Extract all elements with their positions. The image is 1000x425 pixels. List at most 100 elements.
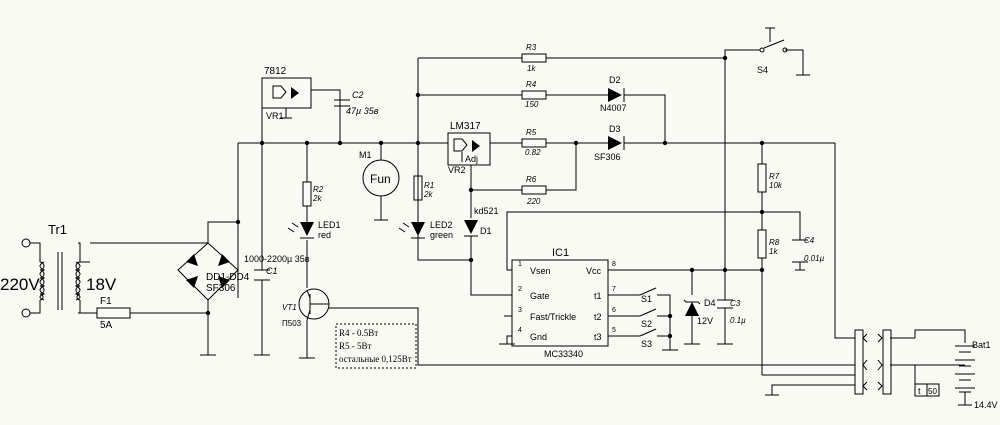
junction-dots [205,55,765,339]
note-line-2: R5 - 5Вт [339,341,372,351]
fan-m1: Fun M1 [359,150,400,221]
diode-bridge: DD1-DD4 SF306 [177,242,250,301]
pin-6-label: t2 [594,312,602,322]
s1-name: S1 [641,294,652,304]
thermo-value: 50 [928,387,937,396]
d4-value: 12V [697,316,713,326]
thermo-t: t [918,386,921,396]
resistor-r7: R7 10k [757,163,783,193]
regulator-vr2: LM317 VR2 Adj [447,121,491,175]
pin-2-label: Gate [530,291,550,301]
pin-1-label: Vsen [530,266,551,276]
c4-name: C4 [804,236,815,245]
fan-name: M1 [359,150,372,160]
fan-label: Fun [370,172,391,186]
switch-s3: S3 [639,328,657,349]
r7-name: R7 [769,172,780,181]
r1-value: 2k [423,190,433,199]
pin-5-num: 5 [612,327,616,334]
d1-name: D1 [480,226,492,236]
d2-name: D2 [609,75,621,85]
bridge-name: DD1-DD4 [206,272,250,283]
s2-name: S2 [641,319,652,329]
r4-value: 150 [525,100,539,109]
battery-connector [854,329,892,395]
resistor-r6: R6 220 [521,175,547,206]
r6-name: R6 [526,175,537,184]
power-rating-note: R4 - 0.5Вт R5 - 5Вт остальные 0,125Вт [335,323,417,369]
diode-d1: D1 kd521 [464,206,499,237]
r8-value: 1k [769,247,778,256]
resistor-r2: R2 2k [302,181,324,207]
pin-5-label: t3 [594,332,602,342]
pin-2-num: 2 [518,286,522,293]
c1-name: C1 [266,266,278,276]
secondary-voltage-label: 18V [86,275,117,294]
led-led2: LED2 green [398,220,453,240]
fuse-value: 5A [100,320,113,331]
r3-value: 1k [527,64,536,73]
transistor-vt1: VT1 П503 [282,288,330,328]
r7-value: 10k [769,181,783,190]
s4-name: S4 [757,65,768,75]
pin-4-num: 4 [518,327,522,334]
c2-value: 47µ 35в [346,106,379,116]
led1-name: LED1 [318,220,341,230]
transformer-label: Tr1 [48,222,67,237]
diode-d2: D2 N4007 [600,75,627,113]
fuse-f1: F1 5A [96,296,131,331]
r6-value: 220 [526,197,541,206]
wires [30,49,966,405]
ac-input: 220V [0,238,40,318]
resistor-r4: R4 150 [521,80,547,109]
vr2-name: VR2 [448,165,466,175]
battery-name: Bat1 [972,340,991,350]
s3-name: S3 [641,339,652,349]
c1-value: 1000-2200µ 35в [244,254,310,264]
r2-name: R2 [313,185,324,194]
resistor-r8: R8 1k [757,229,780,259]
pin-4-label: Gnd [530,332,547,342]
resistor-r5: R5 0.82 [521,128,547,157]
vt1-part: П503 [282,319,302,328]
d3-part: SF306 [594,152,621,162]
ac-terminal-bottom [21,308,31,318]
switch-s2: S2 [639,308,657,329]
pin-7-label: t1 [594,291,602,301]
pin-7-num: 7 [612,286,616,293]
bridge-part: SF306 [206,283,236,294]
led2-name: LED2 [430,220,453,230]
ic1-part: MC33340 [544,349,583,359]
pin-3-label: Fast/Trickle [530,312,576,322]
zener-d4: D4 12V [683,298,716,326]
switch-s4: S4 [757,27,788,75]
ground-symbols [200,74,972,406]
ac-terminal-top [21,238,31,248]
ic1-name: IC1 [552,247,569,259]
battery-bat1: Bat1 14.4V [955,340,998,410]
capacitor-c3: C3 0.1µ [717,299,746,325]
battery-voltage: 14.4V [974,400,998,410]
capacitor-c4: C4 0.01µ [792,236,825,263]
r5-name: R5 [526,128,537,137]
pin-3-num: 3 [518,307,522,314]
capacitor-c1: 1000-2200µ 35в C1 [244,254,310,281]
c3-name: C3 [730,299,741,308]
ic-ic1: IC1 MC33340 1 Vsen 2 Gate 3 Fast/Trickle… [511,247,620,359]
transformer-tr1: Tr1 18V [39,222,117,310]
vr1-part: 7812 [264,66,287,77]
d3-name: D3 [609,124,621,134]
d1-part: kd521 [474,206,499,216]
thermistor: t 50 [914,365,940,397]
led-led1: LED1 red [287,220,341,240]
led2-color: green [430,230,453,240]
r5-value: 0.82 [525,148,541,157]
d4-name: D4 [704,298,716,308]
note-line-3: остальные 0,125Вт [339,354,412,364]
vr2-part: LM317 [450,121,481,132]
d2-part: N4007 [600,103,627,113]
diode-d3: D3 SF306 [594,124,625,162]
led1-color: red [318,230,331,240]
r4-name: R4 [526,80,537,89]
